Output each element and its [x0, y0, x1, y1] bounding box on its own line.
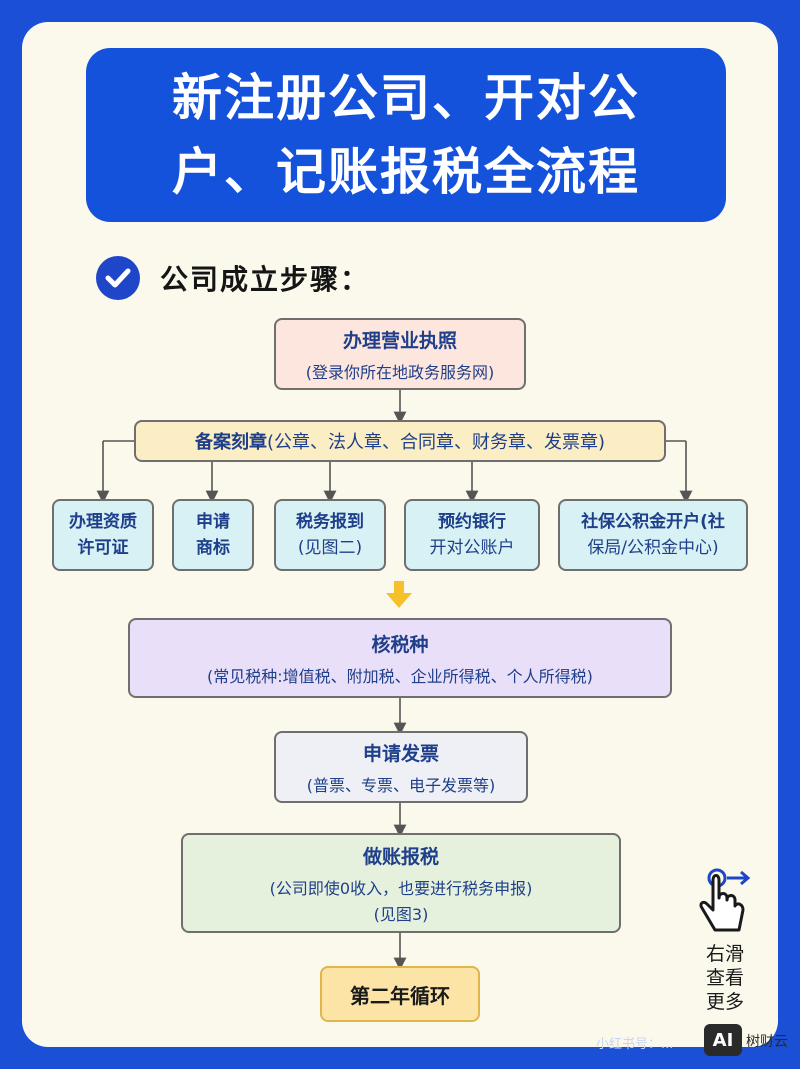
step-annual-cycle: 第二年循环: [320, 966, 480, 1022]
checkmark-icon: [96, 256, 140, 300]
step-invoice-title: 申请发票: [362, 742, 439, 765]
branch-qualification-permit: 办理资质 许可证: [52, 499, 154, 571]
branch-trademark: 申请 商标: [172, 499, 254, 571]
title-banner: 新注册公司、开对公 户、记账报税全流程: [86, 48, 726, 222]
step-books-note: (公司即使0收入，也要进行税务申报): [269, 878, 533, 898]
section-header: 公司成立步骤：: [96, 254, 370, 302]
swipe-hint[interactable]: 右滑 查看 更多: [690, 866, 760, 1014]
step-seal-filing: 备案刻章 (公章、法人章、合同章、财务章、发票章): [134, 420, 666, 462]
swipe-text: 更多: [705, 991, 744, 1013]
ai-badge: AI: [704, 1024, 742, 1056]
branch-tax-registration: 税务报到 (见图二): [274, 499, 386, 571]
branch-label: 办理资质: [69, 512, 137, 532]
swipe-hand-icon: [699, 868, 751, 932]
watermark-brand: 树财云: [746, 1034, 788, 1050]
branch-bank-account: 预约银行 开对公账户: [404, 499, 540, 571]
step-license-title: 办理营业执照: [342, 329, 457, 352]
branch-note: (见图二): [297, 538, 363, 558]
swipe-text: 查看: [705, 967, 744, 989]
step-business-license: 办理营业执照 (登录你所在地政务服务网): [274, 318, 526, 390]
branch-label: 许可证: [77, 538, 129, 558]
swipe-text: 右滑: [705, 943, 744, 965]
step-seal-title: 备案刻章: [194, 432, 267, 453]
watermark-id: 小红书号：...: [596, 1037, 674, 1052]
step-seal-note: (公章、法人章、合同章、财务章、发票章): [266, 432, 606, 453]
step-books-ref: (见图3): [373, 904, 429, 924]
title-line-2: 户、记账报税全流程: [172, 143, 640, 201]
step-tax-title: 核税种: [371, 633, 429, 656]
branch-note: 开对公账户: [429, 538, 515, 558]
branch-label: 税务报到: [296, 512, 364, 532]
step-tax-types: 核税种 (常见税种:增值税、附加税、企业所得税、个人所得税): [128, 618, 672, 698]
branch-social-security: 社保公积金开户(社 保局/公积金中心): [558, 499, 748, 571]
step-invoice: 申请发票 (普票、专票、电子发票等): [274, 731, 528, 803]
branch-label: 预约银行: [438, 512, 506, 532]
page-title: 新注册公司、开对公 户、记账报税全流程: [172, 61, 640, 209]
title-line-1: 新注册公司、开对公: [172, 69, 640, 127]
step-bookkeeping: 做账报税 (公司即使0收入，也要进行税务申报) (见图3): [181, 833, 621, 933]
step-invoice-note: (普票、专票、电子发票等): [306, 775, 496, 795]
branch-label: 社保公积金开户(社: [581, 512, 725, 532]
step-cycle-title: 第二年循环: [350, 983, 450, 1008]
section-title: 公司成立步骤：: [160, 263, 371, 296]
step-tax-note: (常见税种:增值税、附加税、企业所得税、个人所得税): [207, 666, 593, 686]
step-license-note: (登录你所在地政务服务网): [305, 362, 495, 382]
branch-label: 商标: [196, 538, 230, 558]
branch-label: 申请: [196, 512, 230, 532]
down-arrow-icon: [384, 581, 414, 613]
branch-note: 保局/公积金中心): [587, 538, 719, 558]
step-books-title: 做账报税: [362, 845, 439, 868]
